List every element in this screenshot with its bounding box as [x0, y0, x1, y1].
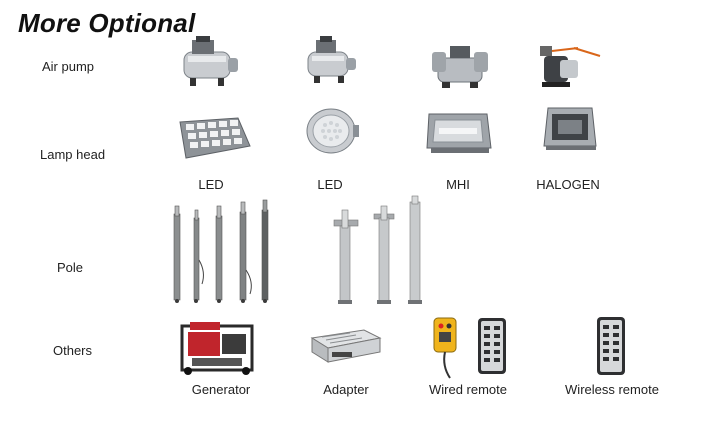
lamp-head-halogen-image: [543, 107, 597, 150]
air-pump-image-4: [540, 46, 601, 87]
lamp-head-mhi-image: [426, 113, 492, 153]
caption-generator: Generator: [191, 382, 251, 397]
caption-wireless-remote: Wireless remote: [565, 382, 659, 397]
caption-led-1: LED: [198, 177, 224, 192]
generator-image: [180, 322, 254, 375]
wireless-remote-image: [597, 317, 625, 375]
caption-mhi: MHI: [446, 177, 470, 192]
caption-adapter: Adapter: [323, 382, 369, 397]
manual-poles-image: [173, 199, 269, 303]
row-label-pole: Pole: [57, 260, 84, 275]
row-label-others: Others: [53, 343, 93, 358]
air-pump-image-2: [307, 36, 356, 83]
caption-halogen: HALOGEN: [536, 177, 600, 192]
lamp-head-led-round-image: [306, 108, 359, 154]
air-pump-image-3: [432, 46, 488, 88]
caption-wired-remote: Wired remote: [428, 382, 508, 397]
row-label-lamp-head: Lamp head: [40, 147, 106, 162]
lamp-head-led-panel-image: [179, 117, 251, 159]
wired-remote-image: [433, 317, 506, 379]
air-pump-image-1: [183, 36, 238, 86]
pneumatic-poles-image: [333, 195, 422, 304]
adapter-image: [310, 329, 382, 363]
caption-led-2: LED: [317, 177, 343, 192]
page-title: More Optional: [18, 8, 196, 38]
row-label-air-pump: Air pump: [42, 59, 95, 74]
